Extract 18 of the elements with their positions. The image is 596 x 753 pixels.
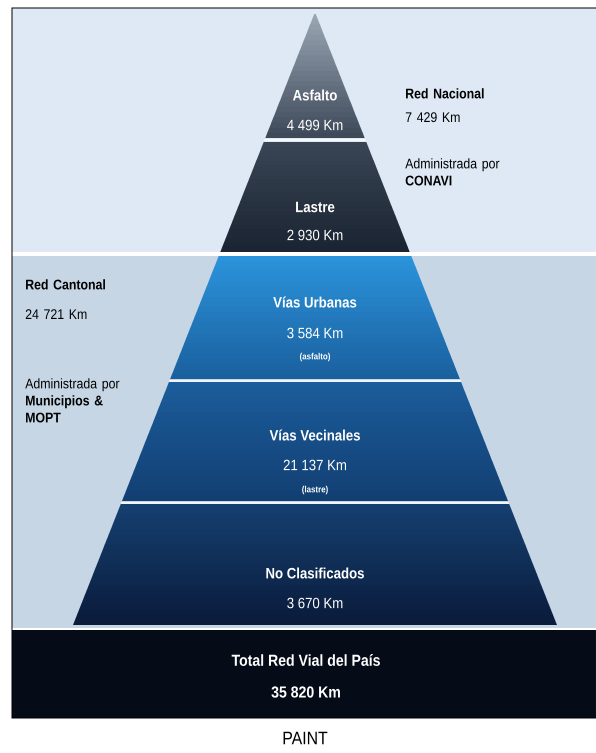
node-label: Lastre xyxy=(296,202,334,212)
node-label: 4 499 Km xyxy=(287,120,342,130)
pyramid-segment: Asfalto 4 499 Km xyxy=(265,14,365,138)
node-label: 2 930 Km xyxy=(287,230,342,240)
node-label: 3 670 Km xyxy=(287,598,342,608)
node-label: 21 137 Km xyxy=(284,460,346,470)
node-label: Asfalto xyxy=(292,90,337,101)
node-label: No Clasificados xyxy=(266,567,364,579)
node-label: (lastre) xyxy=(302,486,328,494)
node-label: (asfalto) xyxy=(300,352,330,362)
pyramid-segment: Vías Urbanas 3 584 Km (asfalto) xyxy=(170,256,460,379)
total-bar: Total Red Vial del País 35 820 Km xyxy=(12,630,596,718)
pyramid-segment: No Clasificados 3 670 Km xyxy=(73,504,557,625)
caption: PAINT xyxy=(284,732,328,744)
node-label: Vías Vecinales xyxy=(270,429,360,441)
node-label: 3 584 Km xyxy=(287,328,342,338)
node-label: Vías Urbanas xyxy=(273,296,356,308)
pyramid-segment: Vías Vecinales 21 137 Km (lastre) xyxy=(122,382,508,501)
